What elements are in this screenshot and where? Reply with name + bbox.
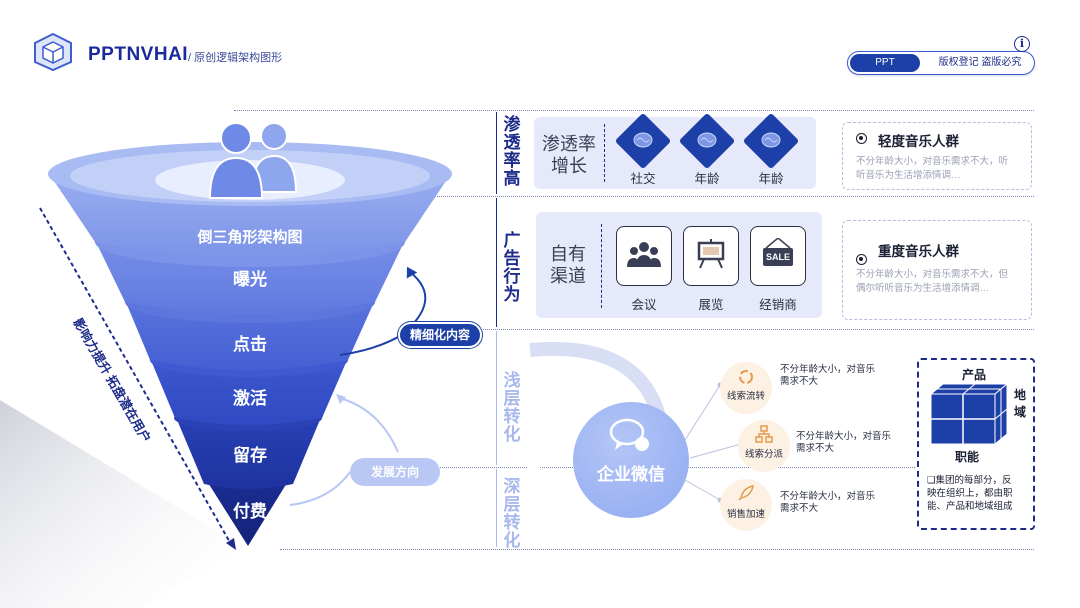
- logo-cube-icon: [32, 32, 74, 72]
- note-heavy-listeners: [842, 220, 1032, 320]
- section-label-shallow: 浅层转化: [503, 371, 521, 444]
- note-light-text: 不分年龄大小，对音乐需求不大，听 听音乐为生活增添情调…: [856, 155, 1028, 183]
- bubble-sales-boost-text-line1: 不分年龄大小，对音乐: [780, 491, 876, 502]
- divider-mid3: [430, 467, 527, 468]
- item-age-label-2: 年龄: [758, 172, 784, 186]
- note-light-text-line1: 不分年龄大小，对音乐需求不大，听: [856, 156, 1009, 167]
- section-label-advertising: 广告行为: [503, 231, 521, 304]
- divider-mid1: [300, 196, 1034, 197]
- cube-label-function: 职能: [955, 450, 980, 464]
- bubble-lead-flow-text-line2: 需求不大: [780, 376, 819, 387]
- panel-penetration-divider: [604, 124, 605, 182]
- brand-title: PPTNVHAI: [88, 44, 189, 65]
- cube-description: ❑集团的每部分，反 映在组织上，都由职 能、产品和地域组成: [927, 474, 1031, 513]
- cube-description-line2: 映在组织上，都由职: [927, 488, 1013, 499]
- note-heavy-text-line2: 偶尔听听音乐为生活增添情调…: [856, 283, 990, 294]
- cube-label-region: 地 域: [1014, 387, 1028, 421]
- section-label-penetration: 渗透率高: [503, 115, 521, 188]
- panel-penetration-title-line2: 增长: [551, 156, 587, 176]
- pill-ppt-label[interactable]: PPT: [850, 54, 920, 72]
- section-vline-4: [496, 469, 497, 547]
- bubble-lead-assign-text: 不分年龄大小，对音乐 需求不大: [796, 431, 916, 455]
- note-light-listeners: [842, 122, 1032, 190]
- item-meeting-label: 会议: [631, 298, 657, 312]
- note-light-title: 轻度音乐人群: [878, 134, 959, 149]
- note-heavy-title: 重度音乐人群: [878, 244, 959, 259]
- note-light-text-line2: 听音乐为生活增添情调…: [856, 170, 961, 181]
- section-vline-3: [496, 331, 497, 465]
- panel-penetration-title-line1: 渗透率: [542, 134, 596, 154]
- bubble-sales-boost-label: 销售加速: [726, 509, 765, 520]
- section-label-deep: 深层转化: [503, 477, 521, 550]
- brain-icon: [760, 131, 782, 154]
- info-icon[interactable]: i: [1014, 36, 1030, 52]
- radio-icon: [856, 133, 867, 144]
- org-chart-icon: [755, 425, 773, 448]
- bubble-lead-flow-text-line1: 不分年龄大小，对音乐: [780, 364, 876, 375]
- brain-icon: [696, 131, 718, 154]
- sale-tag-text: SALE: [765, 252, 790, 262]
- bubble-sales-boost-text: 不分年龄大小，对音乐 需求不大: [780, 491, 900, 515]
- funnel-level-retention: 留存: [233, 446, 267, 465]
- bubble-lead-assign-text-line1: 不分年龄大小，对音乐: [796, 431, 892, 442]
- item-age-label-1: 年龄: [694, 172, 720, 186]
- recycle-icon: [736, 368, 756, 391]
- divider-bottom: [280, 549, 1034, 550]
- development-direction-tag[interactable]: 发展方向: [350, 458, 440, 486]
- item-social-label: 社交: [630, 172, 656, 186]
- section-vline-1: [496, 112, 497, 194]
- panel-own-channels-title-line1: 自有: [550, 244, 586, 264]
- refined-content-tag[interactable]: 精细化内容: [398, 322, 482, 348]
- panel-own-channels-title: 自有 渠道: [540, 243, 596, 287]
- bubble-lead-assign-text-line2: 需求不大: [796, 443, 835, 454]
- divider-mid4: [540, 467, 915, 468]
- brain-icon: [632, 131, 654, 154]
- bubble-lead-flow-text: 不分年龄大小，对音乐 需求不大: [780, 364, 900, 388]
- item-dealer-label: 经销商: [759, 298, 797, 312]
- pill-copyright-label[interactable]: 版权登记 盗版必究: [938, 57, 1022, 68]
- funnel-level-click: 点击: [233, 335, 267, 354]
- funnel-level-exposure: 曝光: [233, 270, 267, 289]
- people-group-icon: [627, 240, 661, 273]
- cube-description-line3: 能、产品和地域组成: [927, 501, 1013, 512]
- section-vline-2: [496, 198, 497, 327]
- bubble-lead-flow-label: 线索流转: [726, 391, 765, 402]
- wechat-chat-icon: [609, 418, 653, 459]
- sale-tag-icon: [761, 237, 795, 275]
- bubble-lead-assign-label: 线索分派: [744, 449, 783, 460]
- rocket-icon: [737, 484, 755, 507]
- cube-description-line1: ❑集团的每部分，反: [927, 475, 1012, 486]
- panel-own-channels-divider: [601, 224, 602, 308]
- copyright-pill[interactable]: PPT 版权登记 盗版必究: [847, 51, 1035, 75]
- radio-icon: [856, 254, 867, 265]
- note-heavy-text: 不分年龄大小，对音乐需求不大，但 偶尔听听音乐为生活增添情调…: [856, 268, 1028, 296]
- bubble-sales-boost-text-line2: 需求不大: [780, 503, 819, 514]
- divider-top: [234, 110, 1034, 111]
- cube-label-product: 产品: [962, 368, 987, 382]
- funnel-level-activation: 激活: [233, 389, 267, 408]
- funnel-top-label: 倒三角形架构图: [197, 229, 303, 246]
- funnel-graphic: [0, 122, 452, 608]
- item-exhibition-label: 展览: [698, 298, 724, 312]
- wechat-label: 企业微信: [597, 465, 665, 484]
- easel-icon: [696, 239, 726, 274]
- bubble-sales-boost: [720, 479, 772, 531]
- cube-icon: [929, 382, 1009, 451]
- divider-mid2: [480, 329, 1034, 330]
- panel-penetration-title: 渗透率 增长: [538, 133, 600, 177]
- panel-own-channels-title-line2: 渠道: [550, 266, 586, 286]
- funnel-level-payment: 付费: [233, 502, 267, 521]
- cube-label-region-line1: 地: [1014, 388, 1027, 402]
- brand-subtitle: / 原创逻辑架构图形: [188, 52, 283, 64]
- cube-label-region-line2: 域: [1014, 405, 1027, 419]
- note-heavy-text-line1: 不分年龄大小，对音乐需求不大，但: [856, 269, 1009, 280]
- bubble-lead-assign: [738, 420, 790, 472]
